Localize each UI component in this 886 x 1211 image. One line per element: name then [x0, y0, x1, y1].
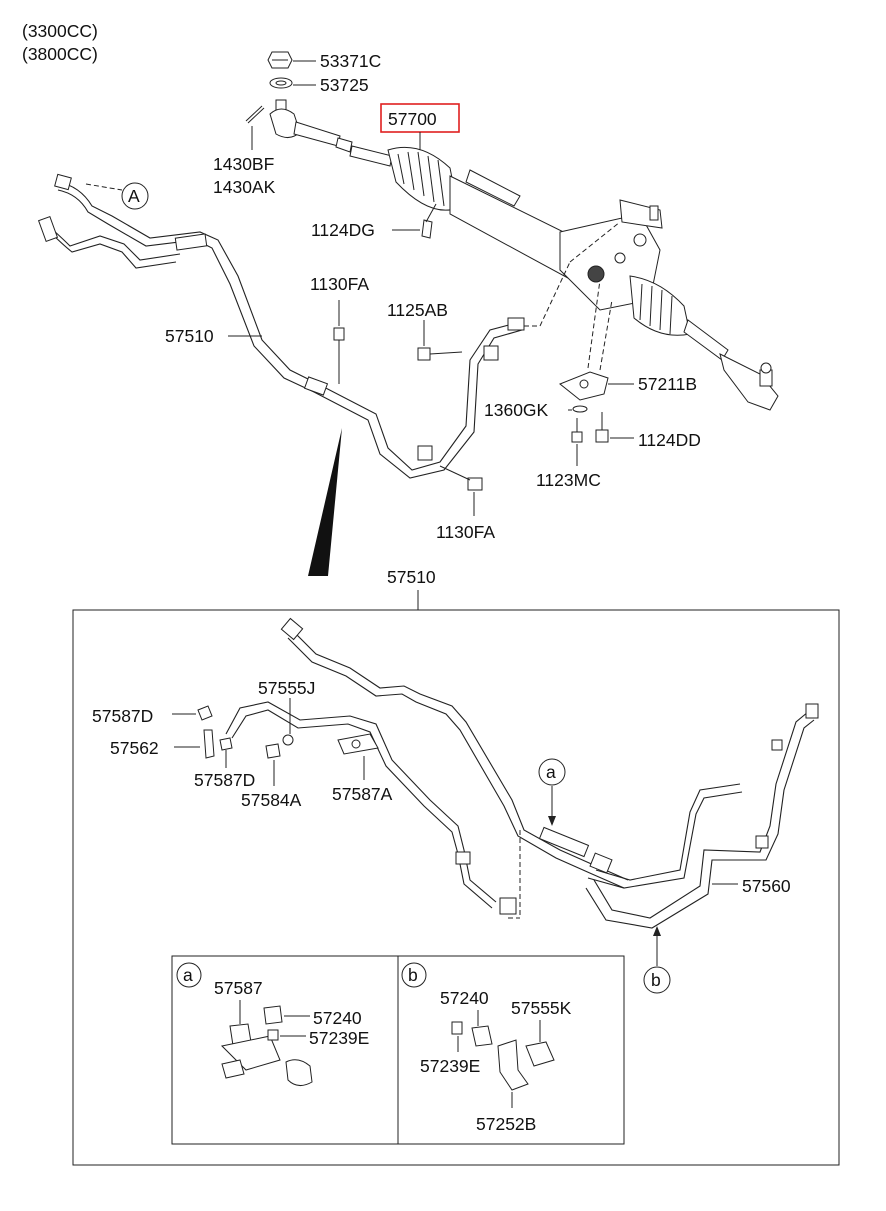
label-57211B[interactable]: 57211B — [638, 374, 697, 394]
clamp-57555K[interactable] — [525, 1041, 555, 1067]
bolt-1124DG[interactable] — [421, 203, 437, 239]
washer-53725[interactable] — [269, 77, 293, 89]
washer-1360GK[interactable] — [572, 405, 588, 413]
label-57555J[interactable]: 57555J — [258, 678, 315, 698]
label-1130FA-top[interactable]: 1130FA — [310, 274, 369, 294]
label-1124DG[interactable]: 1124DG — [311, 220, 375, 240]
bolt-1130FA-top[interactable] — [333, 327, 345, 384]
label-57584A[interactable]: 57584A — [241, 790, 302, 810]
label-57587D-top[interactable]: 57587D — [92, 706, 153, 726]
detail-a: a 57587 57240 57239E — [176, 962, 369, 1086]
label-57587A[interactable]: 57587A — [332, 784, 393, 804]
lower-assembly: 57587D 57562 57587D 57555J 57584A 57587A… — [92, 617, 819, 994]
label-1123MC[interactable]: 1123MC — [536, 470, 601, 490]
detail-b: b 57240 57555K 57239E 57252B — [401, 962, 572, 1134]
bracket-57211B[interactable] — [559, 371, 609, 401]
bolt-1130FA-bottom[interactable] — [439, 465, 483, 491]
label-57587D-bottom[interactable]: 57587D — [194, 770, 255, 790]
hose-main[interactable] — [280, 617, 629, 889]
label-57555K[interactable]: 57555K — [511, 998, 572, 1018]
tie-rod-end-left[interactable] — [269, 99, 353, 153]
label-1130FA-bottom[interactable]: 1130FA — [436, 522, 495, 542]
label-57252B[interactable]: 57252B — [476, 1114, 536, 1134]
clip-57587D-top[interactable] — [197, 705, 213, 721]
label-57239E-b[interactable]: 57239E — [420, 1056, 480, 1076]
detail-a-circle — [176, 962, 202, 988]
label-circle-b: b — [651, 970, 661, 990]
hose-assembly-57510-upper[interactable] — [37, 173, 525, 479]
detail-panel-57510 — [72, 609, 840, 1166]
bolt-1125AB[interactable] — [417, 347, 463, 361]
detail-b-circle — [401, 962, 427, 988]
engine-spec-1: (3300CC) — [22, 21, 98, 41]
bracket-57252B[interactable] — [497, 1039, 529, 1091]
steering-gear-box-57700[interactable] — [349, 145, 779, 411]
bracket-57587A[interactable] — [337, 733, 379, 755]
label-57510-upper[interactable]: 57510 — [165, 326, 214, 346]
collar-57239E-b[interactable] — [451, 1021, 463, 1035]
label-57562[interactable]: 57562 — [110, 738, 159, 758]
bolt-1123MC[interactable] — [571, 418, 583, 443]
label-57240-b[interactable]: 57240 — [440, 988, 489, 1008]
label-1430AK[interactable]: 1430AK — [213, 177, 276, 197]
label-57560[interactable]: 57560 — [742, 876, 791, 896]
label-1124DD[interactable]: 1124DD — [638, 430, 701, 450]
label-circle-A: A — [128, 186, 140, 206]
nut-53371C[interactable] — [267, 51, 293, 69]
upper-assembly: 53371C 53725 1430BF 1430AK 57700 — [37, 51, 779, 576]
label-57239E-a[interactable]: 57239E — [309, 1028, 369, 1048]
label-circle-a: a — [546, 762, 556, 782]
circle-A — [121, 182, 149, 210]
grommet-57240-a[interactable] — [263, 1005, 283, 1025]
label-1360GK[interactable]: 1360GK — [484, 400, 549, 420]
detail-a-circle-label: a — [183, 965, 193, 985]
detail-b-circle-label: b — [408, 965, 418, 985]
clip-57584A[interactable] — [265, 743, 281, 759]
label-57240-a[interactable]: 57240 — [313, 1008, 362, 1028]
circle-a — [538, 758, 566, 786]
cotter-pin[interactable] — [245, 105, 265, 124]
hose-left[interactable] — [225, 701, 517, 915]
hose-57562[interactable] — [203, 729, 215, 759]
engine-spec-2: (3800CC) — [22, 44, 98, 64]
label-57510-lower[interactable]: 57510 — [387, 567, 436, 587]
collar-57239E-a[interactable] — [267, 1029, 279, 1041]
bolt-1124DD[interactable] — [595, 412, 609, 443]
grommet-57240-b[interactable] — [471, 1025, 493, 1047]
hose-57560[interactable] — [585, 703, 819, 929]
detail-pointer-arrow — [308, 428, 342, 576]
clip-57587D-bottom[interactable] — [219, 737, 233, 751]
label-53371C[interactable]: 53371C — [320, 51, 381, 71]
label-57587[interactable]: 57587 — [214, 978, 263, 998]
label-57700[interactable]: 57700 — [388, 109, 437, 129]
label-1125AB[interactable]: 1125AB — [387, 300, 448, 320]
label-53725[interactable]: 53725 — [320, 75, 369, 95]
label-1430BF[interactable]: 1430BF — [213, 154, 274, 174]
clamp-57555J[interactable] — [282, 734, 294, 746]
clip-57587[interactable] — [220, 1023, 313, 1086]
circle-b — [643, 966, 671, 994]
